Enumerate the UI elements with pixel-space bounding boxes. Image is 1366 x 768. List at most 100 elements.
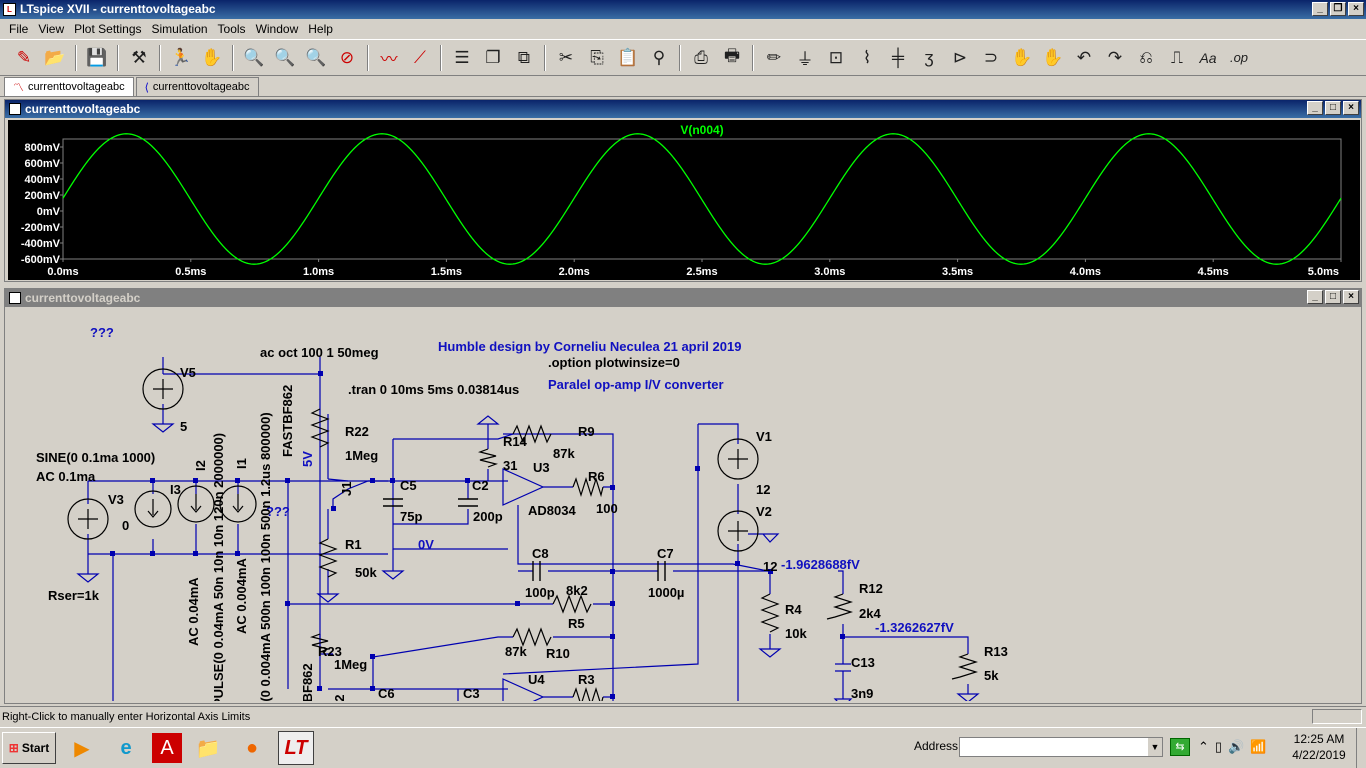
mirror-icon[interactable]: ⎍ (1171, 47, 1183, 67)
text-icon[interactable]: Aa (1199, 49, 1217, 66)
schematic-label[interactable]: 0 (122, 518, 129, 533)
zoom-out-icon[interactable]: 🔍 (305, 47, 327, 67)
schematic-label[interactable]: 1000µ (648, 585, 684, 600)
schematic-label[interactable]: AC 0.1ma (36, 469, 96, 484)
halt-icon[interactable]: ✋ (201, 47, 223, 67)
tile-horizontal-icon[interactable]: ☰ (454, 47, 470, 67)
internet-explorer-icon[interactable]: e (120, 736, 132, 759)
run-icon[interactable]: 🏃 (170, 47, 192, 67)
schematic-label[interactable]: 1Meg (345, 448, 378, 463)
tab-schematic[interactable]: ⟨currenttovoltageabc (135, 77, 259, 96)
tile-vertical-icon[interactable]: ⧉ (517, 47, 531, 67)
open-folder-icon[interactable]: 📂 (44, 47, 66, 67)
schematic-label[interactable]: 87k (553, 446, 575, 461)
inductor-icon[interactable]: ʒ (924, 47, 934, 67)
schematic-label[interactable]: ??? (266, 504, 290, 519)
find-icon[interactable]: ⚲ (652, 47, 666, 67)
firefox-icon[interactable]: ● (245, 736, 259, 759)
schematic-close-button[interactable]: × (1343, 290, 1359, 304)
schematic-label[interactable]: R14 (503, 434, 528, 449)
schematic-label[interactable]: R12 (859, 581, 883, 596)
schematic-label[interactable]: V3 (108, 492, 124, 507)
schematic-label[interactable]: 200p (473, 509, 503, 524)
spice-directive-icon[interactable]: .op (1229, 50, 1249, 65)
schematic-label[interactable]: R6 (588, 469, 605, 484)
schematic-label[interactable]: C13 (851, 655, 875, 670)
component-icon[interactable]: ⊃ (983, 47, 999, 67)
schematic-canvas[interactable]: ??? Humble design by Corneliu Neculea 21 … (8, 309, 1360, 701)
schematic-label[interactable]: C5 (400, 478, 417, 493)
schematic-label[interactable]: 8k2 (566, 583, 588, 598)
start-button[interactable]: ⊞Start (2, 732, 56, 764)
print-icon[interactable]: 🖶 (723, 46, 741, 65)
schematic-label[interactable]: R3 (578, 672, 595, 687)
print-setup-icon[interactable]: ⎙ (694, 47, 708, 67)
schematic-label[interactable]: J2 (332, 695, 347, 701)
schematic-label[interactable]: AC 0.004mA (234, 558, 249, 634)
redo-icon[interactable]: ↷ (1107, 47, 1123, 67)
restore-button[interactable]: ❐ (1330, 2, 1346, 16)
schematic-label[interactable]: R13 (984, 644, 1008, 659)
schematic-label[interactable]: Humble design by Corneliu Neculea 21 apr… (438, 339, 741, 354)
plot-minimize-button[interactable]: _ (1307, 101, 1323, 115)
schematic-label[interactable]: STBF862 (300, 663, 315, 701)
schematic-label[interactable]: C2 (472, 478, 489, 493)
copy-icon[interactable]: ⎘ (590, 47, 604, 67)
plot-close-button[interactable]: × (1343, 101, 1359, 115)
menu-view[interactable]: View (38, 22, 65, 36)
schematic-label[interactable]: 0V (418, 537, 434, 552)
clock[interactable]: 12:25 AM 4/22/2019 (1290, 731, 1348, 763)
schematic-label[interactable]: 12 (756, 482, 770, 497)
show-desktop-button[interactable] (1356, 728, 1366, 768)
schematic-label[interactable]: ??? (90, 325, 114, 340)
schematic-label[interactable]: R1 (345, 537, 362, 552)
resistor-icon[interactable]: ⌇ (862, 47, 872, 67)
zoom-in-icon[interactable]: 🔍 (243, 47, 265, 67)
autorange-icon[interactable]: 〰 (380, 50, 398, 69)
menu-file[interactable]: File (9, 22, 29, 36)
schematic-label[interactable]: 5 (180, 419, 187, 434)
schematic-label[interactable]: R10 (546, 646, 570, 661)
chart-title[interactable]: V(n004) (680, 123, 723, 137)
schematic-label[interactable]: .option plotwinsize=0 (548, 355, 680, 370)
schematic-label[interactable]: 75p (400, 509, 422, 524)
schematic-label[interactable]: 1Meg (334, 657, 367, 672)
menu-tools[interactable]: Tools (217, 22, 246, 36)
schematic-label[interactable]: 31 (503, 458, 517, 473)
cut-icon[interactable]: ✂ (558, 47, 574, 67)
schematic-maximize-button[interactable]: □ (1325, 290, 1341, 304)
cascade-icon[interactable]: ❐ (485, 47, 501, 67)
schematic-label[interactable]: 2k4 (859, 606, 881, 621)
tab-plot[interactable]: 〽currenttovoltageabc (4, 77, 134, 96)
schematic-label[interactable]: R23 (318, 644, 342, 659)
series-line-v-n004[interactable] (62, 133, 1342, 265)
schematic-label[interactable]: -1.3262627fV (875, 620, 954, 635)
new-schematic-icon[interactable]: ✎ (16, 47, 32, 67)
schematic-label[interactable]: C8 (532, 546, 549, 561)
schematic-label[interactable]: 87k (505, 644, 527, 659)
schematic-drawing[interactable]: ??? Humble design by Corneliu Neculea 21 … (8, 309, 1360, 701)
go-button[interactable]: ⇆ (1170, 738, 1190, 756)
schematic-label[interactable]: .tran 0 10ms 5ms 0.03814us (348, 382, 519, 397)
schematic-label[interactable]: SINE(0 0.1ma 1000) (36, 450, 155, 465)
schematic-label[interactable]: V2 (756, 504, 772, 519)
schematic-label[interactable]: AD8034 (528, 503, 576, 518)
schematic-label[interactable]: R5 (568, 616, 585, 631)
schematic-label[interactable]: C6 (378, 686, 395, 701)
schematic-label[interactable]: J1 (339, 482, 354, 496)
schematic-label[interactable]: U3 (533, 460, 550, 475)
schematic-label[interactable]: AC 0.04mA (186, 577, 201, 646)
schematic-label[interactable]: 100p (525, 585, 555, 600)
menu-window[interactable]: Window (255, 22, 299, 36)
menu-plot-settings[interactable]: Plot Settings (74, 22, 142, 36)
schematic-label[interactable]: 5V (300, 451, 315, 467)
save-icon[interactable]: 💾 (86, 47, 108, 67)
schematic-label[interactable]: U4 (528, 672, 545, 687)
drag-icon[interactable]: ✋ (1042, 47, 1064, 67)
acrobat-icon[interactable]: A (152, 733, 182, 763)
schematic-label[interactable]: R15 (501, 698, 525, 701)
schematic-label[interactable]: I2 (193, 460, 208, 471)
wire-icon[interactable]: ✏ (766, 47, 782, 67)
schematic-label[interactable]: I3 (170, 482, 181, 497)
